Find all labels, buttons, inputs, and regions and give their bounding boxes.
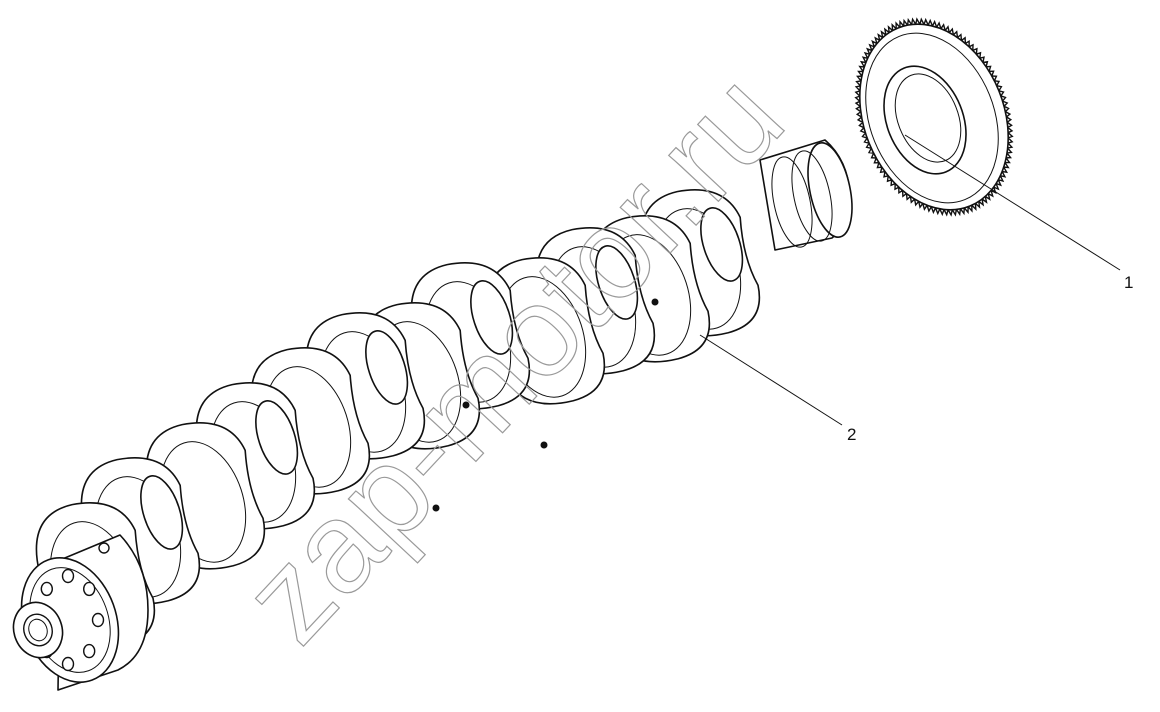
bolt-hole (40, 581, 53, 597)
crankshaft (12, 139, 853, 691)
bolt-hole (91, 612, 105, 628)
bolt-hole (82, 581, 96, 597)
callout-1: 1 (1124, 273, 1133, 292)
front-hub (12, 534, 149, 691)
crankshaft-gear (854, 17, 1014, 217)
bolt-hole (61, 656, 75, 672)
oil-holes (432, 298, 659, 512)
rear-shaft-end (759, 139, 853, 251)
crank-webs (35, 189, 761, 650)
leader-line-2 (699, 334, 843, 426)
bolt-hole (61, 568, 75, 584)
leader-line-1 (904, 134, 1121, 271)
bolt-hole (82, 643, 96, 659)
callout-2: 2 (847, 425, 856, 444)
leader-lines (699, 134, 1121, 426)
